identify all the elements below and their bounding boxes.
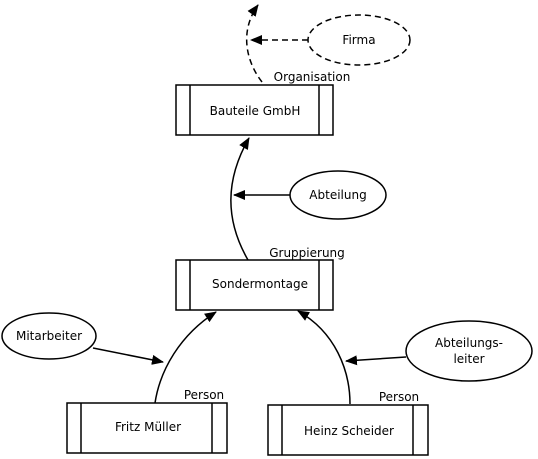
heinz-type-label: Person — [379, 390, 419, 404]
firma-label: Firma — [342, 33, 375, 47]
fritz-mueller-label: Fritz Müller — [115, 420, 181, 434]
heinz-scheider-label: Heinz Scheider — [304, 424, 394, 438]
bauteile-gmbh-node: Bauteile GmbH — [175, 84, 334, 136]
abteilungsleiter-label-line2: leiter — [453, 352, 484, 366]
sondermontage-label: Sondermontage — [212, 277, 308, 291]
abteilungsleiter-edge — [345, 355, 407, 366]
mitarbeiter-edge — [92, 347, 164, 365]
organisation-type-label: Organisation — [274, 70, 351, 84]
abteilung-ellipse: Abteilung — [289, 170, 387, 220]
firma-ellipse: Firma — [307, 14, 411, 66]
abteilungsleiter-ellipse: Abteilungs- leiter — [405, 320, 533, 382]
fritz-mueller-node: Fritz Müller — [66, 402, 228, 454]
mitarbeiter-ellipse: Mitarbeiter — [1, 312, 97, 360]
fritz-type-label: Person — [184, 388, 224, 402]
fritz-to-gruppierung-edge — [154, 311, 217, 404]
mitarbeiter-label: Mitarbeiter — [16, 329, 82, 343]
abteilungsleiter-label-line1: Abteilungs- — [435, 336, 503, 350]
bauteile-gmbh-label: Bauteile GmbH — [210, 104, 301, 118]
heinz-to-gruppierung-edge — [297, 310, 351, 405]
abteilung-label: Abteilung — [309, 188, 366, 202]
heinz-scheider-node: Heinz Scheider — [267, 404, 429, 456]
gruppierung-to-organisation-edge — [230, 137, 250, 261]
organisation-outgoing-dashed-edge — [245, 4, 263, 83]
sondermontage-node: Sondermontage — [175, 259, 334, 311]
gruppierung-type-label: Gruppierung — [269, 246, 345, 260]
